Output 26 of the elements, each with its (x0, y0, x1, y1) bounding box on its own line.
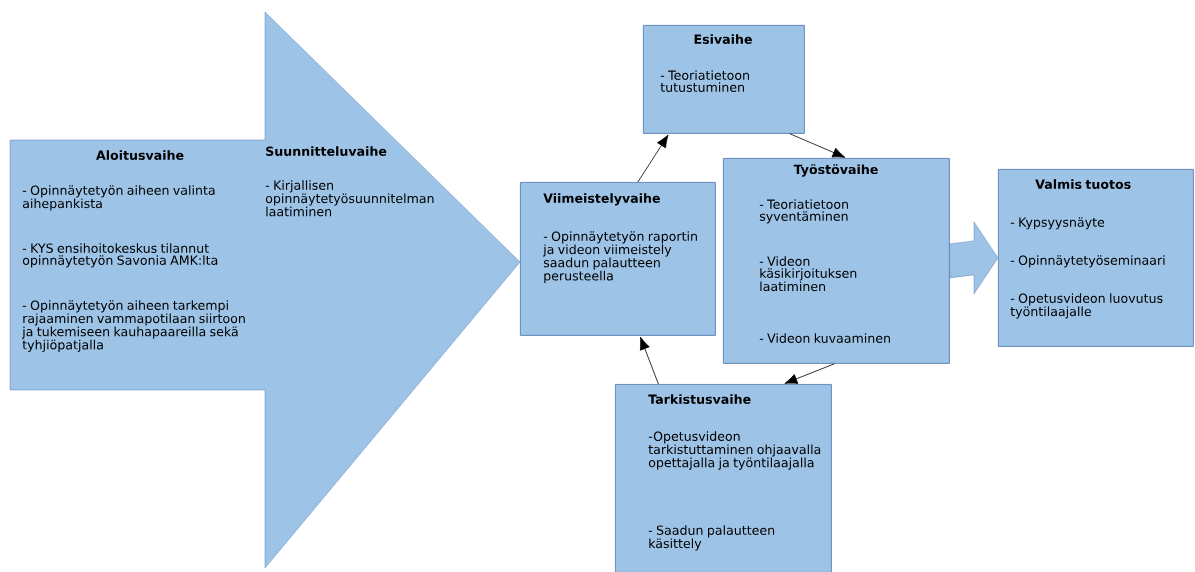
heading: Työstövaihe (793, 164, 878, 177)
heading: Viimeistelyvaihe (543, 193, 660, 206)
bullet-text: - Teoriatietoon syventäminen (759, 199, 848, 224)
arrow (789, 133, 846, 158)
heading: Aloitusvaihe (96, 150, 184, 160)
block-arrow (949, 221, 999, 295)
bullet-text: - Videon käsikirjoituksen laatiminen (759, 256, 857, 292)
heading: Tarkistusvaihe (648, 394, 751, 404)
bullet-text: - Opetusvideon luovutus työntilaajalle (1010, 293, 1163, 319)
bullet-text: - Saadun palautteen käsittely (648, 525, 775, 551)
bullet-text: -Opetusvideon tarkistuttaminen ohjaavalla opettajalla ja työntilaajalla (648, 431, 821, 470)
bullet-text: - Opinnäytetyöseminaari (1010, 255, 1165, 268)
arrow (784, 363, 835, 384)
heading: Valmis tuotos (1035, 179, 1131, 189)
bullet-text: - Kirjallisen opinnäytetyösuunnitelman laatiminen (265, 180, 434, 217)
bullet-text: - Videon kuvaaminen (759, 333, 890, 343)
bullet-text: - Teoriatietoon tutustuminen (660, 70, 749, 92)
bullet-text: - Kypsyysnäyte (1010, 217, 1105, 230)
bullet-text: - KYS ensihoitokeskus tilannut opinnäytetyön Savonia AMK:lta (22, 243, 218, 268)
bullet-text: - Opinnäytetyön aiheen tarkempi rajaaminen vammapotilaan siirtoon ja tukemiseen kauhapaareilla sekä tyhjiöpatjalla (22, 300, 245, 352)
arrow (639, 336, 659, 385)
heading: Suunnitteluvaihe (266, 146, 387, 156)
bullet-text: - Opinnäytetyön raportin ja videon viimeistely saadun palautteen perusteella (542, 231, 697, 283)
heading: Esivaihe (694, 34, 752, 44)
arrow (637, 134, 669, 183)
bullet-text: - Opinnäytetyön aiheen valinta aihepankista (22, 185, 215, 211)
